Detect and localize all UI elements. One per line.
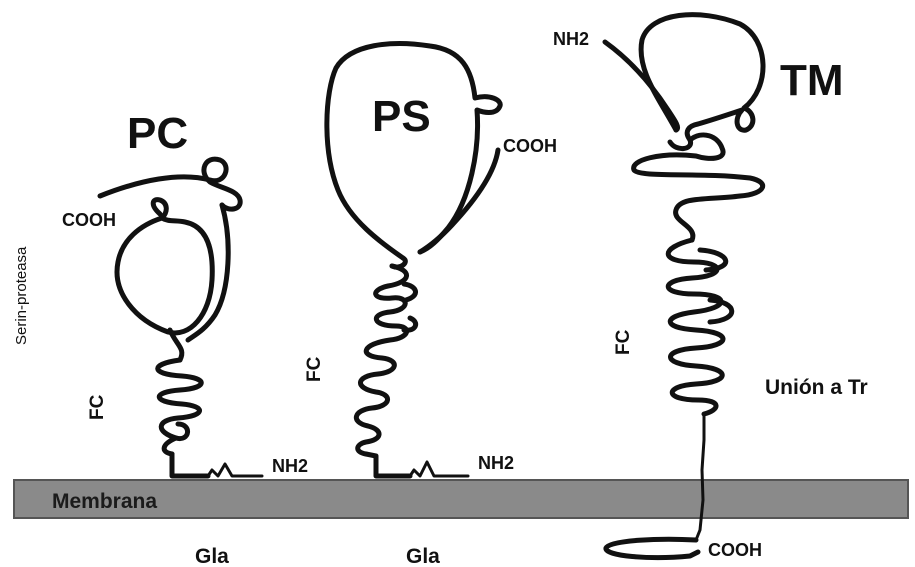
tm-title: TM: [780, 56, 844, 105]
tm-nh2-label: NH2: [553, 29, 589, 49]
pc-cooh-label: COOH: [62, 210, 116, 230]
pc-nh2-label: NH2: [272, 456, 308, 476]
tm-protein-chain: [605, 15, 763, 558]
ps-title: PS: [372, 92, 431, 141]
tm-fc-label: FC: [613, 329, 634, 355]
serin-proteasa-label: Serin-proteasa: [13, 246, 30, 345]
membrane-label: Membrana: [52, 490, 157, 513]
ps-nh2-label: NH2: [478, 453, 514, 473]
pc-title: PC: [127, 109, 188, 158]
tm-union-label: Unión a Tr: [765, 376, 868, 399]
tm-cooh-label: COOH: [708, 540, 762, 560]
pc-fc-label: FC: [87, 394, 108, 420]
pc-gla-label: Gla: [195, 545, 229, 567]
ps-gla-label: Gla: [406, 545, 440, 567]
pc-protein-chain: [100, 159, 262, 476]
ps-fc-label: FC: [304, 356, 325, 382]
ps-cooh-label: COOH: [503, 136, 557, 156]
